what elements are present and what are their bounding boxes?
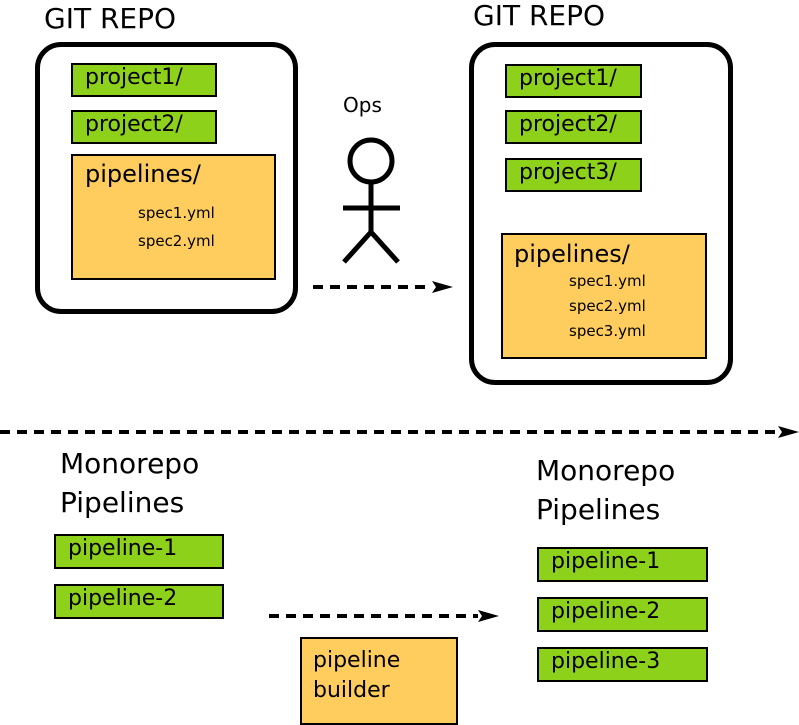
ops-leg-left <box>342 230 373 264</box>
left-repo-title: GIT REPO <box>44 2 177 35</box>
left-monorepo-title-line2: Pipelines <box>60 486 185 519</box>
right-spec2: spec2.yml <box>569 297 646 315</box>
arrow-repo-update <box>313 281 453 293</box>
right-repo-title: GIT REPO <box>473 0 606 32</box>
left-spec1: spec1.yml <box>138 204 215 222</box>
left-pipeline-1: pipeline-1 <box>54 534 224 569</box>
left-pipelines-folder <box>71 154 276 280</box>
ops-stick-figure <box>342 137 400 264</box>
left-folder-project2: project2/ <box>71 110 217 144</box>
left-spec2: spec2.yml <box>138 232 215 250</box>
section-divider-arrow <box>0 426 799 438</box>
right-spec1: spec1.yml <box>569 272 646 290</box>
right-folder-project3: project3/ <box>505 158 642 192</box>
right-spec3: spec3.yml <box>569 322 646 340</box>
ops-head <box>347 137 395 185</box>
right-pipeline-2: pipeline-2 <box>537 597 708 632</box>
ops-leg-right <box>369 230 400 264</box>
left-pipelines-label: pipelines/ <box>85 160 201 188</box>
ops-label: Ops <box>343 93 382 117</box>
right-monorepo-title-line2: Pipelines <box>536 493 661 526</box>
left-pipeline-2: pipeline-2 <box>54 584 224 619</box>
right-folder-project1: project1/ <box>505 64 642 98</box>
pipeline-builder-label-line2: builder <box>313 678 390 703</box>
right-monorepo-title-line1: Monorepo <box>536 454 676 487</box>
pipeline-builder-label-line1: pipeline <box>313 648 401 673</box>
right-pipelines-label: pipelines/ <box>514 240 630 268</box>
left-monorepo-title-line1: Monorepo <box>60 447 200 480</box>
right-folder-project2: project2/ <box>505 110 642 144</box>
right-pipeline-3: pipeline-3 <box>537 647 708 682</box>
right-pipeline-1: pipeline-1 <box>537 547 708 582</box>
pipeline-builder-box <box>300 637 458 725</box>
arrow-pipeline-build <box>269 610 499 622</box>
right-pipelines-folder <box>501 233 707 359</box>
left-folder-project1: project1/ <box>71 63 217 97</box>
